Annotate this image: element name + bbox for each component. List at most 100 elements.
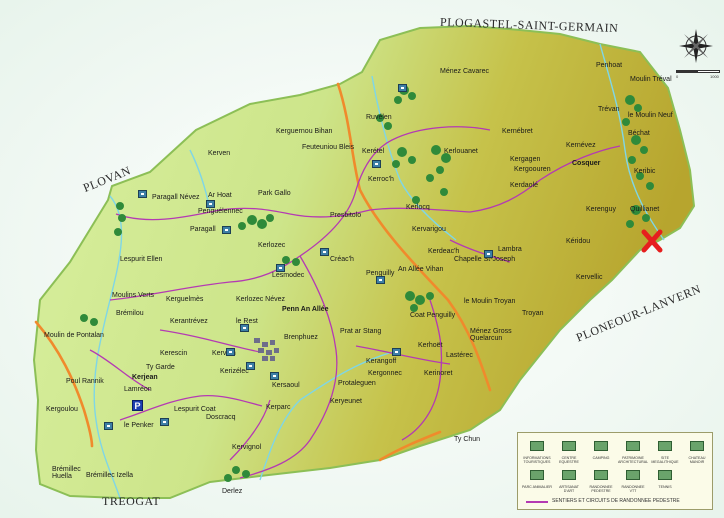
menhir-icon (658, 441, 672, 451)
place-label: Kergonnec (368, 370, 402, 377)
poi-marker[interactable] (398, 84, 407, 92)
place-label: Chapelle St-Joseph (454, 256, 516, 263)
place-label: Feuteuniou Bleis (302, 144, 355, 151)
place-label: Park Gallo (258, 190, 291, 197)
place-label: Kerlozec Névez (236, 296, 286, 303)
place-label: Ruvélen (366, 114, 392, 121)
place-label: Kerhoët (418, 342, 443, 349)
place-label: Kernébret (502, 128, 533, 135)
craft-icon (562, 470, 576, 480)
main-roads (34, 82, 492, 462)
legend-item: PATRIMOINE ARCHITECTURAL (618, 438, 648, 465)
place-label: Lamréon (124, 386, 152, 393)
place-label: le Rest (236, 318, 258, 325)
place-label: Kerdaolé (510, 182, 539, 189)
place-label: Cosquer (572, 160, 601, 167)
place-label: Brenphuez (284, 334, 318, 341)
animal-icon (530, 470, 544, 480)
place-label: Protaleguen (338, 380, 376, 387)
place-label: Poul Rannik (66, 378, 104, 385)
legend-item: RANDONNEE VTT (618, 467, 648, 494)
hiker-icon (594, 470, 608, 480)
poi-marker[interactable] (376, 276, 385, 284)
place-label: Troyan (522, 310, 544, 317)
place-label: Kergagen (510, 156, 541, 163)
poi-marker[interactable] (276, 264, 285, 272)
place-label: Penguélennec (198, 208, 243, 215)
place-label: Lastérec (446, 352, 473, 359)
place-label: Kéridou (566, 238, 591, 245)
place-label: Ty Garde (146, 364, 175, 371)
place-label: Coat Penguilly (410, 312, 456, 319)
tennis-icon (658, 470, 672, 480)
place-label: Béchat (628, 130, 650, 137)
place-label: Kersaoul (272, 382, 300, 389)
legend-item: CAMPING (586, 438, 616, 461)
place-label: Kerdeac'h (428, 248, 460, 255)
legend-item: SITE MEGALITHIQUE (650, 438, 680, 465)
place-label: Kerinoret (424, 370, 453, 377)
place-label: Ar Hoat (208, 192, 232, 199)
poi-marker[interactable] (206, 200, 215, 208)
legend-item: INFORMATIONS TOURISTIQUES (522, 438, 552, 465)
poi-marker[interactable] (392, 348, 401, 356)
poi-marker[interactable] (138, 190, 147, 198)
place-label: An Allée Vihan (398, 266, 444, 273)
place-label: Derlez (222, 488, 243, 495)
location-marker (641, 229, 663, 253)
place-label: Kerlozec (258, 242, 286, 249)
forest-areas (80, 85, 654, 482)
commune-south: TREOGAT (102, 494, 161, 508)
poi-marker[interactable] (246, 362, 255, 370)
place-label: Kerescin (160, 350, 188, 357)
place-label: Ty Chun (454, 436, 481, 443)
poi-marker[interactable] (222, 226, 231, 234)
place-label: Brémillec Huella (52, 466, 81, 480)
trail-swatch (526, 501, 548, 503)
place-label: Brémilou (116, 310, 144, 317)
legend-item: CHATEAU MANOIR (682, 438, 712, 465)
parking-icon[interactable]: P (132, 400, 143, 411)
place-label: Kerlocq (406, 204, 430, 211)
poi-marker[interactable] (372, 160, 381, 168)
poi-marker[interactable] (320, 248, 329, 256)
info-icon (530, 441, 544, 451)
church-icon (626, 441, 640, 451)
legend-item: ARTISANAT D'ART (554, 467, 584, 494)
legend-item: CENTRE EQUESTRE (554, 438, 584, 465)
place-label: Kerguernou Bihan (276, 128, 333, 135)
place-label: Prat ar Stang (340, 328, 382, 335)
poi-marker[interactable] (104, 422, 113, 430)
place-label: Kerroc'h (368, 176, 394, 183)
place-label: Keribic (634, 168, 656, 175)
place-label: Penn An Allée (282, 306, 329, 313)
bicycle-icon (626, 470, 640, 480)
trail-legend-label: SENTIERS ET CIRCUITS DE RANDONNEE PEDEST… (552, 498, 680, 504)
place-label: Kergoouren (514, 166, 551, 173)
place-label: Kerlouanet (444, 148, 478, 155)
poi-marker[interactable] (270, 372, 279, 380)
place-label: Kerenguy (586, 206, 616, 213)
map-legend: INFORMATIONS TOURISTIQUES CENTRE EQUESTR… (517, 432, 713, 510)
place-label: Ménez Gross Quelarcun (470, 328, 512, 342)
place-label: le Penker (124, 422, 154, 429)
place-label: Kervellic (576, 274, 603, 281)
place-label: Lambra (498, 246, 522, 253)
poi-marker[interactable] (240, 324, 249, 332)
place-label: Kergoulou (46, 406, 78, 413)
poi-marker[interactable] (484, 250, 493, 258)
place-label: Trévan (598, 106, 620, 113)
place-label: Lespurit Ellen (120, 256, 163, 263)
poi-marker[interactable] (226, 348, 235, 356)
poi-marker[interactable] (160, 418, 169, 426)
place-label: le Moulin Neuf (628, 112, 673, 119)
legend-item: RANDONNEE PEDESTRE (586, 467, 616, 494)
place-label: Paragall (190, 226, 216, 233)
hiking-trails (89, 126, 621, 479)
compass-rose-icon (679, 29, 713, 63)
place-label: Créac'h (330, 256, 354, 263)
place-label: le Moulin Troyan (464, 298, 516, 305)
place-label: Kerantrévez (170, 318, 208, 325)
place-label: Moulin de Pontalan (44, 332, 104, 339)
